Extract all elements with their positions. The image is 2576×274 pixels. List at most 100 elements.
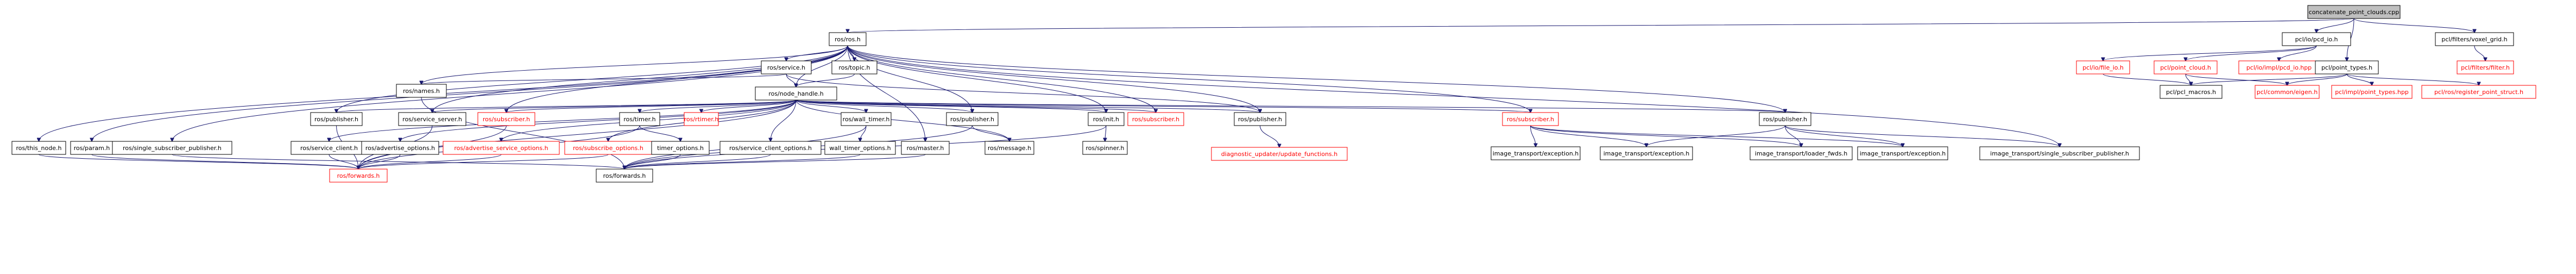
node-ros_timer_options[interactable]: timer_options.h — [651, 141, 710, 155]
node-ros_param[interactable]: ros/param.h — [70, 141, 113, 155]
edge-ros_publisher_c-to-diagnostic_updater — [1260, 125, 1280, 147]
node-box-ros_wall_timer_options — [824, 141, 896, 155]
node-ros_ros[interactable]: ros/ros.h — [829, 32, 867, 46]
node-ros_advertise_service_options[interactable]: ros/advertise_service_options.h — [443, 141, 560, 155]
node-label-ros_timer: ros/timer.h — [623, 116, 655, 123]
edge-ros_ros-to-ros_single_subscriber_publisher — [172, 45, 848, 141]
node-pcl_common_eigen[interactable]: pcl/common/eigen.h — [2255, 85, 2320, 99]
node-ros_service_server[interactable]: ros/service_server.h — [398, 112, 466, 126]
node-ros_publisher_d[interactable]: ros/publisher.h — [1759, 112, 1811, 126]
node-image_transport_single_subscriber_publisher[interactable]: image_transport/single_subscriber_publis… — [1979, 146, 2140, 160]
node-ros_init[interactable]: ros/init.h — [1088, 112, 1125, 126]
node-pcl_io_pcd_io[interactable]: pcl/io/pcd_io.h — [2282, 32, 2351, 46]
node-box-ros_publisher_a — [310, 112, 363, 126]
node-ros_names[interactable]: ros/names.h — [396, 84, 447, 98]
edge-ros_node_handle-to-ros_subscriber_c — [795, 99, 1531, 113]
node-label-pcl_point_cloud: pcl/point_cloud.h — [2160, 64, 2211, 71]
node-box-pcl_filters_filter — [2457, 60, 2514, 74]
node-box-pcl_filters_voxel_grid — [2435, 32, 2514, 46]
node-ros_publisher_b[interactable]: ros/publisher.h — [946, 112, 999, 126]
node-box-image_transport_exception_c — [1857, 146, 1948, 160]
node-box-ros_forwards_a — [329, 169, 388, 183]
node-box-ros_subscriber_c — [1502, 112, 1559, 126]
node-ros_this_node[interactable]: ros/this_node.h — [11, 141, 66, 155]
node-box-ros_subscriber_b — [1127, 112, 1184, 126]
node-box-pcl_common_eigen — [2255, 85, 2320, 99]
edge-ros_subscriber_c-to-image_transport_exception_a — [1530, 125, 1536, 147]
node-image_transport_exception_a[interactable]: image_transport/exception.h — [1491, 146, 1581, 160]
node-ros_wall_timer_options[interactable]: wall_timer_options.h — [824, 141, 896, 155]
node-image_transport_loader_fwds[interactable]: image_transport/loader_fwds.h — [1750, 146, 1853, 160]
node-pcl_pcl_macros[interactable]: pcl/pcl_macros.h — [2160, 85, 2223, 99]
node-box-ros_message — [984, 141, 1034, 155]
edge-ros_node_handle-to-ros_wall_timer — [795, 99, 866, 113]
node-image_transport_exception_b[interactable]: image_transport/exception.h — [1600, 146, 1693, 160]
node-ros_subscribe_options[interactable]: ros/subscribe_options.h — [564, 141, 652, 155]
node-pcl_io_impl_pcd_io[interactable]: pcl/io/impl/pcd_io.hpp — [2238, 60, 2320, 74]
node-ros_wall_timer[interactable]: ros/wall_timer.h — [841, 112, 892, 126]
node-image_transport_exception_c[interactable]: image_transport/exception.h — [1857, 146, 1948, 160]
edge-ros_node_handle-to-ros_rtimer — [702, 99, 797, 113]
edge-ros_subscriber_c-to-image_transport_exception_b — [1530, 125, 1647, 147]
node-ros_rtimer[interactable]: ros/rtimer.h — [684, 112, 719, 126]
node-ros_subscriber_b[interactable]: ros/subscriber.h — [1127, 112, 1184, 126]
node-pcl_impl_point_types[interactable]: pcl/impl/point_types.hpp — [2331, 85, 2413, 99]
edge-ros_ros-to-ros_subscriber_b — [847, 45, 1156, 113]
node-pcl_io_file_io[interactable]: pcl/io/file_io.h — [2076, 60, 2130, 74]
node-pcl_point_cloud[interactable]: pcl/point_cloud.h — [2154, 60, 2218, 74]
node-ros_topic[interactable]: ros/topic.h — [831, 60, 877, 74]
edge-ros_ros-to-ros_node_handle — [796, 45, 848, 87]
node-label-pcl_io_pcd_io: pcl/io/pcd_io.h — [2295, 36, 2338, 43]
edge-pcl_filters_voxel_grid-to-pcl_filters_filter — [2474, 45, 2485, 61]
node-label-ros_message: ros/message.h — [988, 145, 1031, 152]
node-ros_subscriber_c[interactable]: ros/subscriber.h — [1502, 112, 1559, 126]
edge-pcl_point_cloud-to-pcl_common_eigen — [2185, 73, 2287, 85]
node-box-image_transport_exception_a — [1491, 146, 1581, 160]
edge-ros_node_handle-to-ros_subscriber_b — [795, 99, 1156, 113]
edge-pcl_io_pcd_io-to-pcl_point_cloud — [2186, 45, 2317, 61]
edge-ros_init-to-ros_spinner — [1105, 125, 1106, 141]
node-ros_master[interactable]: ros/master.h — [901, 141, 950, 155]
node-ros_advertise_options[interactable]: ros/advertise_options.h — [361, 141, 439, 155]
node-pcl_ros_register_point_struct[interactable]: pcl/ros/register_point_struct.h — [2421, 85, 2536, 99]
edge-ros_service_client_options-to-ros_forwards_b — [624, 154, 771, 169]
node-ros_service_client[interactable]: ros/service_client.h — [291, 141, 368, 155]
node-label-ros_forwards_b: ros/forwards.h — [603, 172, 646, 179]
node-pcl_filters_filter[interactable]: pcl/filters/filter.h — [2457, 60, 2514, 74]
node-label-image_transport_exception_b: image_transport/exception.h — [1603, 150, 1690, 157]
node-pcl_point_types[interactable]: pcl/point_types.h — [2315, 60, 2379, 74]
node-ros_publisher_a[interactable]: ros/publisher.h — [310, 112, 363, 126]
node-ros_spinner[interactable]: ros/spinner.h — [1082, 141, 1128, 155]
edge-ros_node_handle-to-ros_publisher_d — [795, 99, 1785, 113]
node-label-ros_this_node: ros/this_node.h — [16, 145, 62, 152]
node-box-ros_master — [901, 141, 950, 155]
node-pcl_filters_voxel_grid[interactable]: pcl/filters/voxel_grid.h — [2435, 32, 2514, 46]
edge-ros_ros-to-ros_subscriber_c — [847, 45, 1531, 113]
node-root[interactable]: concatenate_point_clouds.cpp — [2307, 5, 2401, 19]
node-label-pcl_filters_filter: pcl/filters/filter.h — [2461, 64, 2510, 71]
node-ros_service[interactable]: ros/service.h — [761, 60, 812, 74]
node-label-ros_advertise_options: ros/advertise_options.h — [365, 145, 435, 152]
node-ros_timer[interactable]: ros/timer.h — [619, 112, 660, 126]
node-box-ros_wall_timer — [841, 112, 892, 126]
node-ros_publisher_c[interactable]: ros/publisher.h — [1234, 112, 1286, 126]
node-ros_forwards_b[interactable]: ros/forwards.h — [596, 169, 653, 183]
nodes-layer: concatenate_point_clouds.cpp ros/ros.h pcl… — [11, 5, 2536, 183]
node-label-diagnostic_updater: diagnostic_updater/update_functions.h — [1221, 151, 1338, 158]
node-label-pcl_io_file_io: pcl/io/file_io.h — [2082, 64, 2124, 71]
edge-ros_node_handle-to-ros_service_client — [329, 99, 797, 141]
edge-ros_ros-to-ros_publisher_b — [847, 45, 973, 113]
node-label-ros_wall_timer: ros/wall_timer.h — [843, 116, 890, 123]
edge-root-to-pcl_filters_voxel_grid — [2353, 18, 2474, 33]
node-ros_service_client_options[interactable]: ros/service_client_options.h — [719, 141, 822, 155]
node-diagnostic_updater[interactable]: diagnostic_updater/update_functions.h — [1211, 147, 1348, 161]
node-ros_message[interactable]: ros/message.h — [984, 141, 1034, 155]
node-ros_forwards_a[interactable]: ros/forwards.h — [329, 169, 388, 183]
node-ros_node_handle[interactable]: ros/node_handle.h — [755, 86, 837, 101]
node-box-ros_init — [1088, 112, 1125, 126]
edge-ros_node_handle-to-ros_publisher_c — [795, 99, 1260, 113]
edge-root-to-ros_ros — [848, 18, 2354, 33]
node-ros_subscriber_a[interactable]: ros/subscriber.h — [477, 112, 535, 126]
node-ros_single_subscriber_publisher[interactable]: ros/single_subscriber_publisher.h — [112, 141, 232, 155]
